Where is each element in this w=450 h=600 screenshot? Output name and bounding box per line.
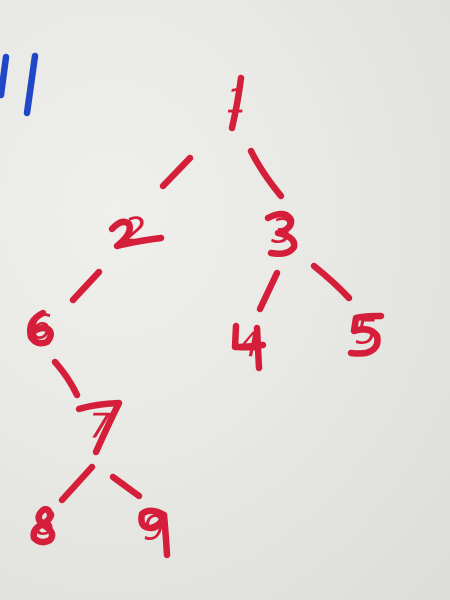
- edge-7-8: [58, 463, 96, 504]
- blue-stroke: [23, 52, 39, 117]
- node-2: 2: [108, 211, 165, 251]
- node-label: 9: [143, 509, 165, 549]
- blue-marker-mark: [0, 52, 39, 117]
- node-label: 2: [124, 211, 146, 251]
- digit-9-glyph: [138, 507, 171, 559]
- edge-6-7: [51, 358, 81, 399]
- node-7: 7: [75, 399, 123, 456]
- node-1: 1: [226, 74, 248, 132]
- edge-7-9: [109, 473, 143, 500]
- digit-8-glyph: [30, 505, 56, 546]
- node-label: 6: [30, 308, 52, 348]
- node-8: 8: [30, 504, 56, 546]
- digit-6-glyph: [27, 309, 54, 347]
- edge-1-2: [159, 154, 194, 190]
- edge-3-5: [310, 262, 353, 302]
- tree-edges: [51, 147, 353, 504]
- digit-3-glyph: [264, 210, 298, 257]
- node-label: 7: [89, 407, 111, 447]
- node-label: 4: [238, 326, 260, 366]
- node-label: 1: [226, 82, 248, 122]
- node-label: 3: [271, 212, 293, 252]
- tree-nodes: 1 2 3 6 4: [27, 74, 385, 559]
- node-label: 5: [355, 313, 377, 353]
- node-3: 3: [264, 210, 298, 257]
- edge-2-6: [69, 268, 103, 304]
- edge-3-4: [256, 269, 281, 313]
- digit-7-glyph: [75, 399, 123, 456]
- edge-1-3: [247, 147, 285, 200]
- blue-stroke: [0, 53, 10, 99]
- digit-5-glyph: [347, 312, 385, 357]
- node-9: 9: [138, 507, 171, 559]
- node-5: 5: [347, 312, 385, 357]
- node-4: 4: [231, 322, 267, 372]
- node-label: 8: [34, 504, 56, 544]
- digit-4-glyph: [253, 324, 263, 372]
- digit-1-glyph: [228, 74, 245, 132]
- node-6: 6: [27, 308, 54, 348]
- digit-2-glyph: [108, 218, 165, 250]
